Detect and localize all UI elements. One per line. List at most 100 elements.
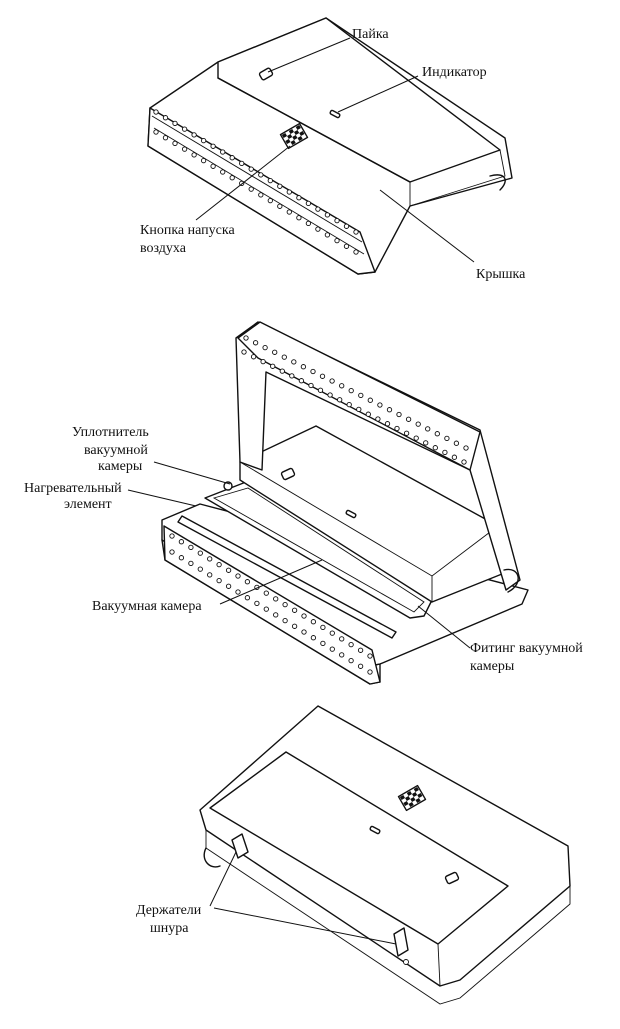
vent-hole (169, 533, 175, 539)
label-chamber: Вакуумная камера (92, 599, 202, 614)
vent-hole (241, 349, 247, 355)
vent-hole (273, 596, 279, 602)
vent-hole (243, 335, 249, 341)
vent-hole (367, 653, 373, 659)
vent-hole (172, 120, 178, 127)
heating-element (177, 515, 397, 639)
air-release-button-icon[interactable] (279, 122, 309, 150)
vent-hole (358, 392, 364, 399)
vent-hole (273, 612, 279, 618)
vent-hole (453, 440, 460, 446)
lid-ventilation-holes (241, 335, 469, 465)
label-lid: Крышка (476, 267, 526, 282)
vent-hole (178, 539, 185, 545)
lid-panel (217, 17, 501, 183)
vent-hole (248, 186, 254, 192)
vent-hole (197, 550, 203, 556)
base-ventilation-holes (169, 533, 373, 675)
label-fitting-line2: камеры (470, 659, 515, 674)
vent-hole (270, 363, 276, 369)
vent-hole (444, 435, 450, 442)
vent-hole (310, 368, 316, 375)
vent-hole (310, 619, 317, 625)
vent-hole (197, 566, 203, 572)
vent-hole (181, 146, 188, 152)
figure-back-view: Держатели шнура (136, 705, 571, 1005)
vent-hole (353, 249, 359, 255)
vent-hole (272, 349, 278, 355)
vent-hole (339, 383, 345, 389)
back-indicator-icon (369, 825, 381, 835)
vent-hole (162, 135, 169, 141)
vent-hole (207, 572, 213, 578)
vent-hole (279, 368, 285, 374)
vent-hole (258, 192, 264, 198)
vent-hole (244, 595, 251, 601)
back-air-release-icon (397, 784, 427, 812)
vent-hole (169, 549, 175, 555)
vent-hole (281, 354, 287, 360)
vent-hole (260, 358, 266, 365)
vent-hole (263, 606, 269, 612)
vent-hole (357, 647, 364, 653)
vent-hole (425, 426, 431, 432)
vent-hole (413, 435, 419, 441)
lid-seal-button-icon (280, 467, 296, 481)
vent-hole (200, 137, 207, 144)
label-fitting-line1: Фитинг вакуумной (470, 641, 583, 656)
vent-hole (248, 166, 254, 172)
label-gasket-line2: вакуумной (84, 443, 148, 458)
figure-closed-device: Пайка Индикатор Кнопка напуска воздуха К… (140, 17, 526, 282)
vent-hole (291, 607, 298, 613)
vent-hole (334, 237, 340, 244)
vacuum-chamber (204, 481, 433, 619)
vent-hole (305, 200, 312, 207)
vent-hole (210, 143, 216, 149)
vent-hole (365, 411, 371, 417)
vent-hole (267, 197, 273, 204)
back-lid-panel (209, 751, 509, 945)
cord-holder-right-icon (393, 927, 409, 957)
vent-hole (315, 226, 321, 232)
vent-hole (262, 344, 268, 351)
vent-hole (225, 567, 232, 573)
vent-hole (423, 440, 429, 446)
vent-hole (305, 220, 312, 227)
vent-hole (343, 243, 350, 249)
vent-hole (207, 556, 213, 562)
vent-hole (277, 183, 283, 189)
indicator-light-icon (329, 109, 341, 119)
vent-hole (153, 129, 159, 135)
label-gasket-line1: Уплотнитель (72, 425, 149, 440)
vent-hole (301, 613, 307, 619)
vent-hole (403, 430, 410, 436)
vent-hole (343, 223, 350, 229)
vent-hole (461, 459, 467, 465)
vent-hole (310, 635, 317, 641)
vent-hole (216, 577, 222, 584)
vent-hole (329, 646, 335, 652)
vent-hole (386, 407, 393, 413)
vent-hole (353, 229, 359, 235)
vent-hole (235, 573, 241, 579)
label-cord-holders-line2: шнура (150, 921, 189, 936)
vent-hole (225, 583, 232, 589)
vent-hole (396, 411, 402, 418)
vent-hole (308, 382, 314, 389)
vent-hole (291, 359, 297, 365)
vent-hole (451, 454, 458, 460)
vent-hole (315, 206, 321, 212)
vent-hole (298, 378, 305, 384)
vent-hole (282, 601, 288, 608)
vent-hole (252, 340, 259, 346)
vent-hole (220, 169, 226, 175)
vent-hole (172, 140, 178, 147)
vent-hole (162, 115, 169, 121)
vent-hole (329, 378, 335, 384)
vent-hole (216, 561, 222, 568)
vent-hole (254, 600, 260, 607)
vent-hole (301, 629, 307, 635)
vent-hole (339, 652, 345, 658)
vent-hole (356, 406, 362, 413)
